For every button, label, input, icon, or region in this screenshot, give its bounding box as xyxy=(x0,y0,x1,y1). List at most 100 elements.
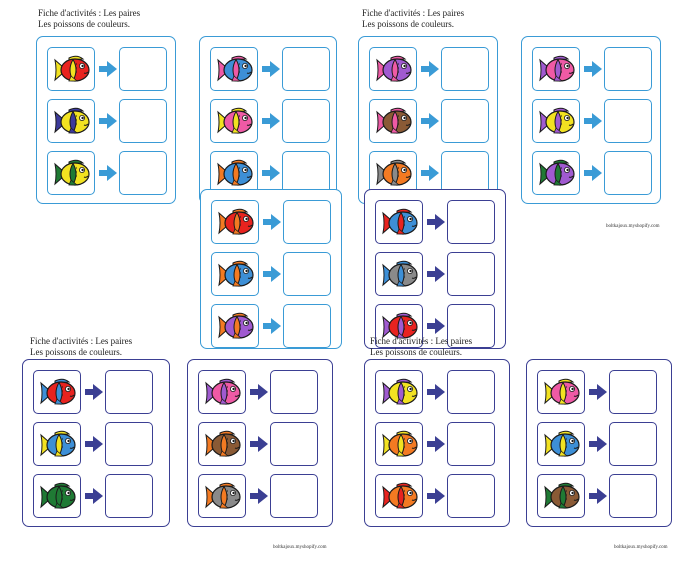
fish-picture-box xyxy=(198,474,246,518)
empty-answer-box[interactable] xyxy=(447,304,495,348)
right-arrow-icon xyxy=(427,317,445,340)
empty-answer-box[interactable] xyxy=(441,99,489,143)
fish-picture-box xyxy=(375,370,423,414)
sheet-title: Fiche d'activités : Les paires xyxy=(38,8,141,18)
fish-picture-box xyxy=(211,252,259,296)
empty-answer-box[interactable] xyxy=(283,200,331,244)
right-arrow-icon xyxy=(584,112,602,135)
empty-answer-box[interactable] xyxy=(282,99,330,143)
watermark-url: boltkajoux.myshopify.com xyxy=(614,545,668,550)
activity-card-7 xyxy=(22,359,170,527)
empty-answer-box[interactable] xyxy=(105,422,153,466)
activity-card-2 xyxy=(199,36,337,204)
right-arrow-icon xyxy=(263,213,281,236)
empty-answer-box[interactable] xyxy=(447,370,495,414)
activity-card-3 xyxy=(358,36,498,204)
activity-card-10 xyxy=(526,359,672,527)
sheet-title: Fiche d'activités : Les paires xyxy=(362,8,465,18)
fish-picture-box xyxy=(33,422,81,466)
fish-picture-box xyxy=(33,370,81,414)
fish-picture-box xyxy=(537,370,585,414)
empty-answer-box[interactable] xyxy=(270,422,318,466)
empty-answer-box[interactable] xyxy=(283,304,331,348)
right-arrow-icon xyxy=(99,164,117,187)
fish-picture-box xyxy=(198,422,246,466)
right-arrow-icon xyxy=(427,435,445,458)
fish-picture-box xyxy=(210,47,258,91)
fish-picture-box xyxy=(537,474,585,518)
right-arrow-icon xyxy=(99,112,117,135)
right-arrow-icon xyxy=(427,487,445,510)
empty-answer-box[interactable] xyxy=(609,370,657,414)
fish-picture-box xyxy=(47,47,95,91)
fish-picture-box xyxy=(211,304,259,348)
empty-answer-box[interactable] xyxy=(604,151,652,195)
empty-answer-box[interactable] xyxy=(119,99,167,143)
empty-answer-box[interactable] xyxy=(447,252,495,296)
watermark-url: boltkajoux.myshopify.com xyxy=(273,545,327,550)
right-arrow-icon xyxy=(85,487,103,510)
empty-answer-box[interactable] xyxy=(604,47,652,91)
empty-answer-box[interactable] xyxy=(447,422,495,466)
sheet-subtitle: Les poissons de couleurs. xyxy=(370,347,462,357)
sheet-label-bottom-right: Fiche d'activités : Les paires Les poiss… xyxy=(370,336,472,358)
activity-card-5 xyxy=(200,189,342,349)
right-arrow-icon xyxy=(421,112,439,135)
right-arrow-icon xyxy=(250,487,268,510)
activity-card-1 xyxy=(36,36,176,204)
empty-answer-box[interactable] xyxy=(283,252,331,296)
empty-answer-box[interactable] xyxy=(441,47,489,91)
right-arrow-icon xyxy=(421,60,439,83)
fish-picture-box xyxy=(210,151,258,195)
empty-answer-box[interactable] xyxy=(441,151,489,195)
empty-answer-box[interactable] xyxy=(604,99,652,143)
empty-answer-box[interactable] xyxy=(270,474,318,518)
empty-answer-box[interactable] xyxy=(609,474,657,518)
empty-answer-box[interactable] xyxy=(270,370,318,414)
empty-answer-box[interactable] xyxy=(105,474,153,518)
fish-picture-box xyxy=(369,99,417,143)
sheet-title: Fiche d'activités : Les paires xyxy=(370,336,473,346)
fish-picture-box xyxy=(375,200,423,244)
fish-picture-box xyxy=(369,47,417,91)
fish-picture-box xyxy=(210,99,258,143)
right-arrow-icon xyxy=(85,435,103,458)
right-arrow-icon xyxy=(421,164,439,187)
right-arrow-icon xyxy=(584,164,602,187)
right-arrow-icon xyxy=(263,265,281,288)
empty-answer-box[interactable] xyxy=(609,422,657,466)
fish-picture-box xyxy=(198,370,246,414)
right-arrow-icon xyxy=(427,383,445,406)
right-arrow-icon xyxy=(263,317,281,340)
empty-answer-box[interactable] xyxy=(119,151,167,195)
empty-answer-box[interactable] xyxy=(447,200,495,244)
fish-picture-box xyxy=(47,151,95,195)
fish-picture-box xyxy=(211,200,259,244)
right-arrow-icon xyxy=(85,383,103,406)
empty-answer-box[interactable] xyxy=(119,47,167,91)
right-arrow-icon xyxy=(427,265,445,288)
right-arrow-icon xyxy=(589,435,607,458)
activity-card-9 xyxy=(364,359,510,527)
right-arrow-icon xyxy=(584,60,602,83)
fish-picture-box xyxy=(532,47,580,91)
fish-picture-box xyxy=(537,422,585,466)
sheet-title: Fiche d'activités : Les paires xyxy=(30,336,133,346)
fish-picture-box xyxy=(375,304,423,348)
right-arrow-icon xyxy=(262,60,280,83)
empty-answer-box[interactable] xyxy=(282,47,330,91)
right-arrow-icon xyxy=(250,383,268,406)
fish-picture-box xyxy=(375,474,423,518)
right-arrow-icon xyxy=(99,60,117,83)
right-arrow-icon xyxy=(589,487,607,510)
sheet-label-top-right: Fiche d'activités : Les paires Les poiss… xyxy=(362,8,464,30)
fish-picture-box xyxy=(33,474,81,518)
watermark-url: boltkajoux.myshopify.com xyxy=(606,224,660,229)
right-arrow-icon xyxy=(589,383,607,406)
right-arrow-icon xyxy=(262,112,280,135)
empty-answer-box[interactable] xyxy=(447,474,495,518)
right-arrow-icon xyxy=(262,164,280,187)
sheet-label-top-left: Fiche d'activités : Les paires Les poiss… xyxy=(38,8,140,30)
fish-picture-box xyxy=(375,422,423,466)
empty-answer-box[interactable] xyxy=(105,370,153,414)
